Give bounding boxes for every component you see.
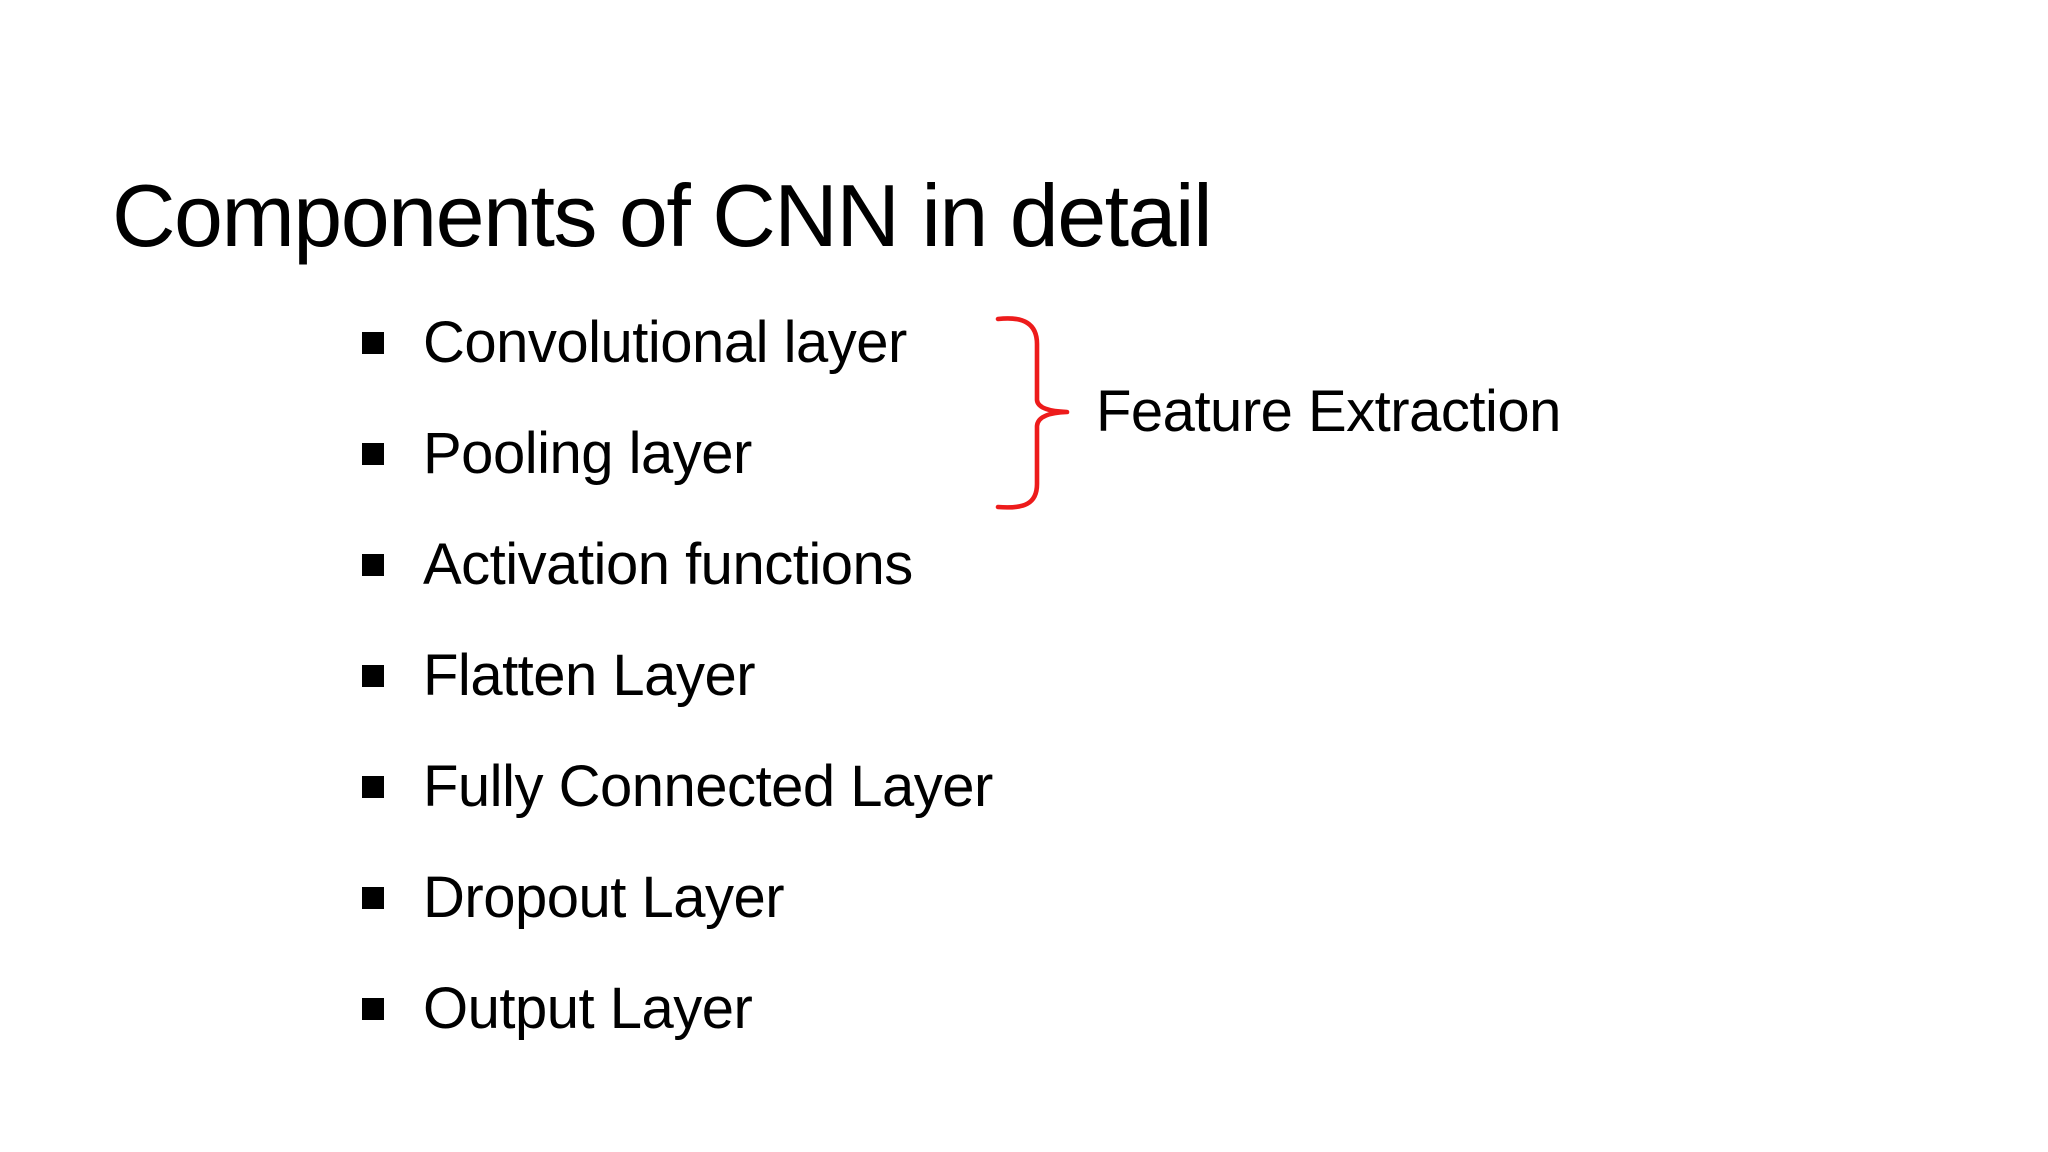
bullet-square-icon (362, 664, 384, 687)
list-item-label: Activation functions (423, 531, 913, 597)
bullet-square-icon (362, 886, 384, 909)
list-item-fully-connected-layer: Fully Connected Layer (362, 731, 993, 842)
bullet-square-icon (362, 553, 384, 576)
bullet-square-icon (362, 997, 384, 1020)
annotation-label: Feature Extraction (1096, 379, 1561, 444)
list-item-activation-functions: Activation functions (362, 509, 993, 620)
slide-title: Components of CNN in detail (112, 165, 1213, 265)
curly-brace-path (995, 316, 1070, 510)
list-item-label: Flatten Layer (423, 642, 756, 708)
list-item-label: Output Layer (423, 975, 753, 1041)
bullet-square-icon (362, 331, 384, 354)
list-item-label: Pooling layer (423, 420, 752, 486)
bullet-list: Convolutional layer Pooling layer Activa… (362, 287, 993, 1064)
list-item-dropout-layer: Dropout Layer (362, 842, 993, 953)
list-item-flatten-layer: Flatten Layer (362, 620, 993, 731)
list-item-pooling-layer: Pooling layer (362, 398, 993, 509)
curly-brace-icon (995, 316, 1070, 510)
list-item-label: Dropout Layer (423, 864, 785, 930)
list-item-convolutional-layer: Convolutional layer (362, 287, 993, 398)
bullet-square-icon (362, 442, 384, 465)
list-item-label: Convolutional layer (423, 309, 907, 375)
list-item-label: Fully Connected Layer (423, 753, 993, 819)
list-item-output-layer: Output Layer (362, 953, 993, 1064)
bullet-square-icon (362, 775, 384, 798)
